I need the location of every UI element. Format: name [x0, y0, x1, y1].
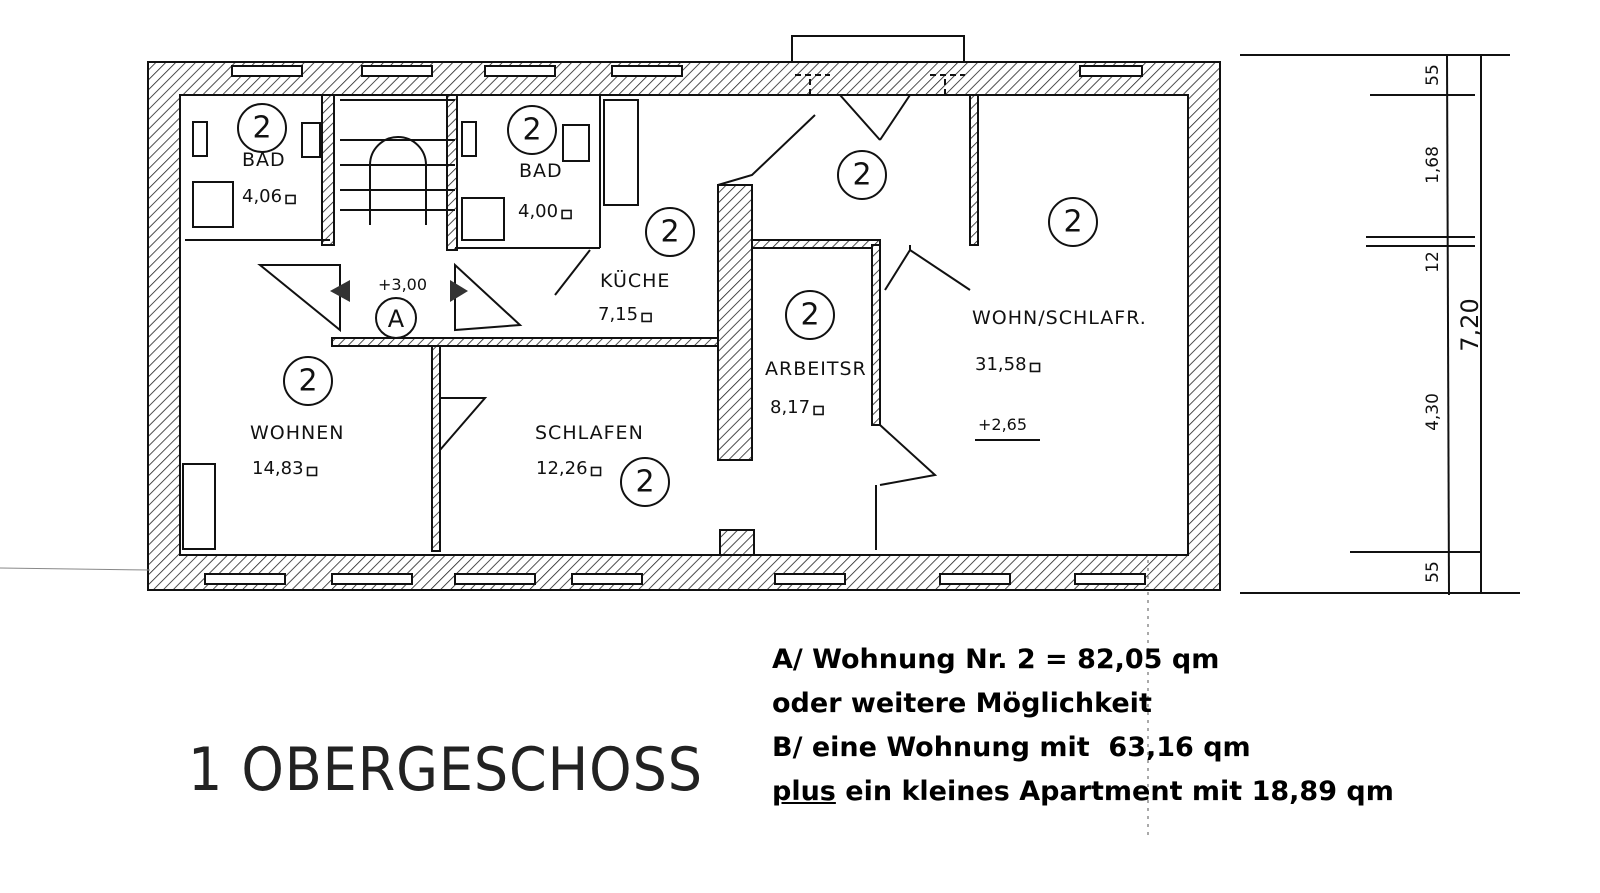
arrow-right-icon	[450, 280, 468, 302]
room-name-wohn-schlafr: WOHN/SCHLAFR.	[972, 307, 1147, 329]
room-name-wohnen: WOHNEN	[250, 422, 344, 444]
marker-2: 2	[852, 158, 871, 193]
note-option-b: B/ eine Wohnung mit 63,16 qm	[772, 732, 1251, 763]
room-area-arbeitsr: 8,17	[770, 397, 810, 418]
dimension-chain: 55 1,68 12 4,30 55 7,20	[1240, 54, 1520, 596]
scan-line	[0, 567, 151, 571]
marker-2: 2	[1063, 205, 1082, 240]
room-name-arbeitsr: ARBEITSR	[765, 358, 867, 380]
square-metre-icon	[590, 466, 602, 477]
dim-upper: 1,68	[1423, 146, 1443, 184]
note-alternative: oder weitere Möglichkeit	[772, 688, 1152, 719]
room-name-bad-2: BAD	[519, 160, 563, 182]
marker-2: 2	[522, 113, 541, 148]
marker-2: 2	[800, 298, 819, 333]
room-name-schlafen: SCHLAFEN	[535, 422, 644, 444]
marker-2: 2	[660, 215, 679, 250]
room-labels: BAD 4,06 BAD 4,00 KÜCHE 7,15 WOHNEN 14,8…	[242, 149, 1147, 479]
marker-2: 2	[635, 465, 654, 500]
marker-2: 2	[252, 111, 271, 146]
square-metre-icon	[285, 194, 296, 205]
room-area-schlafen: 12,26	[536, 458, 588, 479]
note-plus: plus	[772, 776, 836, 807]
note-apartment: plus ein kleines Apartment mit 18,89 qm	[772, 770, 1394, 814]
dim-middle: 12	[1423, 251, 1443, 273]
level-living: +2,65	[978, 415, 1027, 434]
room-area-bad-1: 4,06	[242, 186, 282, 207]
level-stair: +3,00	[378, 275, 427, 294]
square-metre-icon	[561, 209, 572, 220]
room-name-bad-1: BAD	[242, 149, 286, 171]
room-area-kueche: 7,15	[598, 304, 638, 325]
floor-title: 1 OBERGESCHOSS	[188, 735, 703, 805]
room-area-bad-2: 4,00	[518, 201, 558, 222]
dim-total: 7,20	[1456, 298, 1484, 351]
square-metre-icon	[813, 405, 824, 416]
room-area-wohnen: 14,83	[252, 458, 304, 479]
interior-walls	[185, 94, 979, 556]
square-metre-icon	[306, 466, 318, 477]
note-option-a: A/ Wohnung Nr. 2 = 82,05 qm	[772, 644, 1220, 675]
arrow-left-icon	[330, 280, 350, 302]
dim-lower: 4,30	[1423, 393, 1443, 431]
marker-2: 2	[298, 364, 317, 399]
dim-top: 55	[1423, 64, 1443, 86]
apartment-markers: 2 2 2 2 2 2 2 2 A	[237, 103, 1098, 507]
room-area-wohn-schlafr: 31,58	[975, 354, 1027, 375]
entrance-marker: A	[388, 305, 405, 333]
note-apartment-text: ein kleines Apartment mit 18,89 qm	[835, 776, 1394, 807]
square-metre-icon	[641, 312, 652, 323]
area-notes: A/ Wohnung Nr. 2 = 82,05 qm oder weitere…	[772, 638, 1394, 814]
fixtures-and-doors	[182, 74, 971, 550]
outer-walls	[147, 35, 1221, 591]
dim-bottom: 55	[1423, 561, 1443, 583]
square-metre-icon	[1029, 362, 1041, 373]
windows	[204, 65, 1146, 585]
room-name-kueche: KÜCHE	[600, 269, 670, 292]
